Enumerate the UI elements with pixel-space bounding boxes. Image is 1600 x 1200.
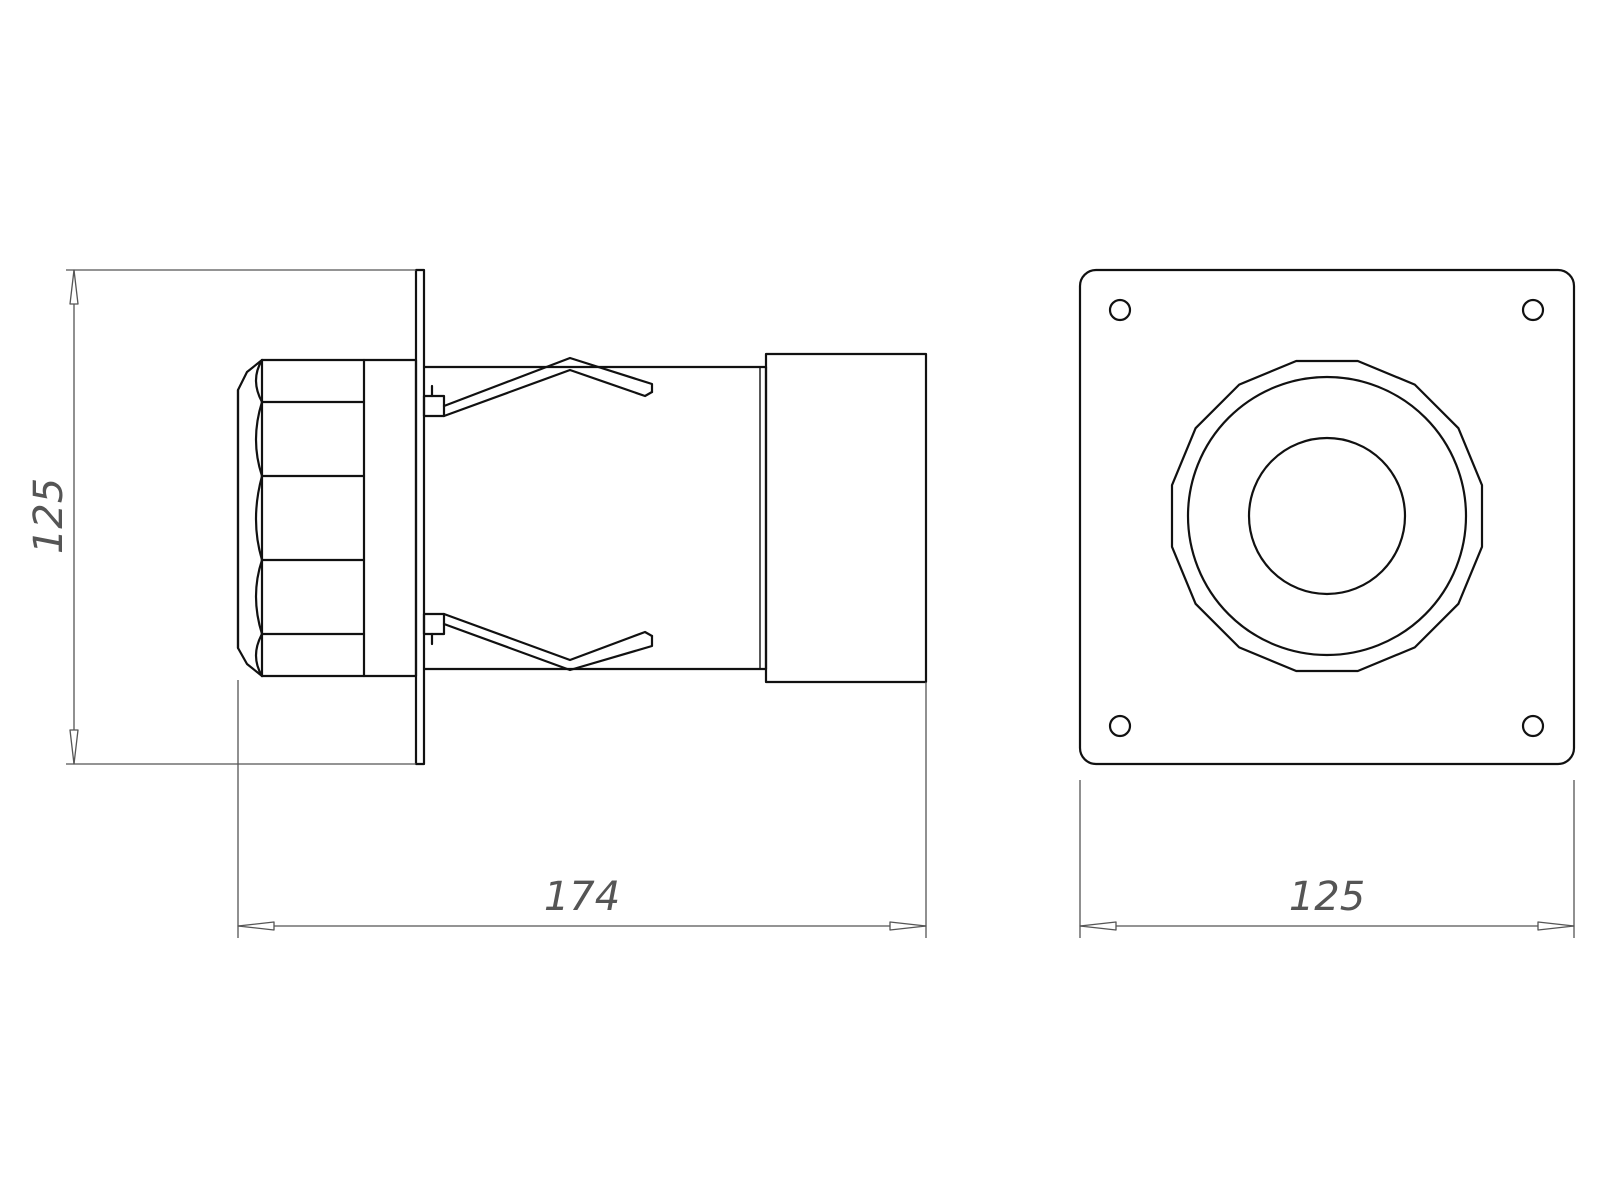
front-view-collar-circle [1186,375,1468,657]
side-view-flange [414,268,426,766]
mounting-hole-bottom-right [1521,714,1545,738]
dimension-label-side-height: 125 [26,478,72,554]
dimension-arrow [1537,921,1575,931]
dimension-label-side-length: 174 [544,874,620,920]
mounting-hole-top-right [1521,298,1545,322]
side-view-tube [422,365,768,671]
dimension-arrow [69,269,79,305]
side-view-spring-clip-top [422,356,654,418]
side-view-end-cap [764,352,928,684]
dimension-arrow [69,729,79,765]
dimension-side-height: 125 [26,269,416,765]
dimension-side-length: 174 [237,680,927,938]
side-view [236,268,928,766]
mounting-hole-top-left [1108,298,1132,322]
dimension-arrow [237,921,275,931]
side-view-hex-nut [236,358,366,678]
front-view [1078,268,1576,766]
dimension-front-width: 125 [1079,780,1575,938]
dimension-arrow [889,921,927,931]
front-view-nut-outline [1170,359,1484,673]
side-view-collar [362,358,418,678]
dimension-arrow [1079,921,1117,931]
front-view-bore [1247,436,1407,596]
mounting-hole-bottom-left [1108,714,1132,738]
dimension-label-front-width: 125 [1289,874,1365,920]
side-view-spring-clip-bottom [422,612,654,672]
front-view-plate [1078,268,1576,766]
